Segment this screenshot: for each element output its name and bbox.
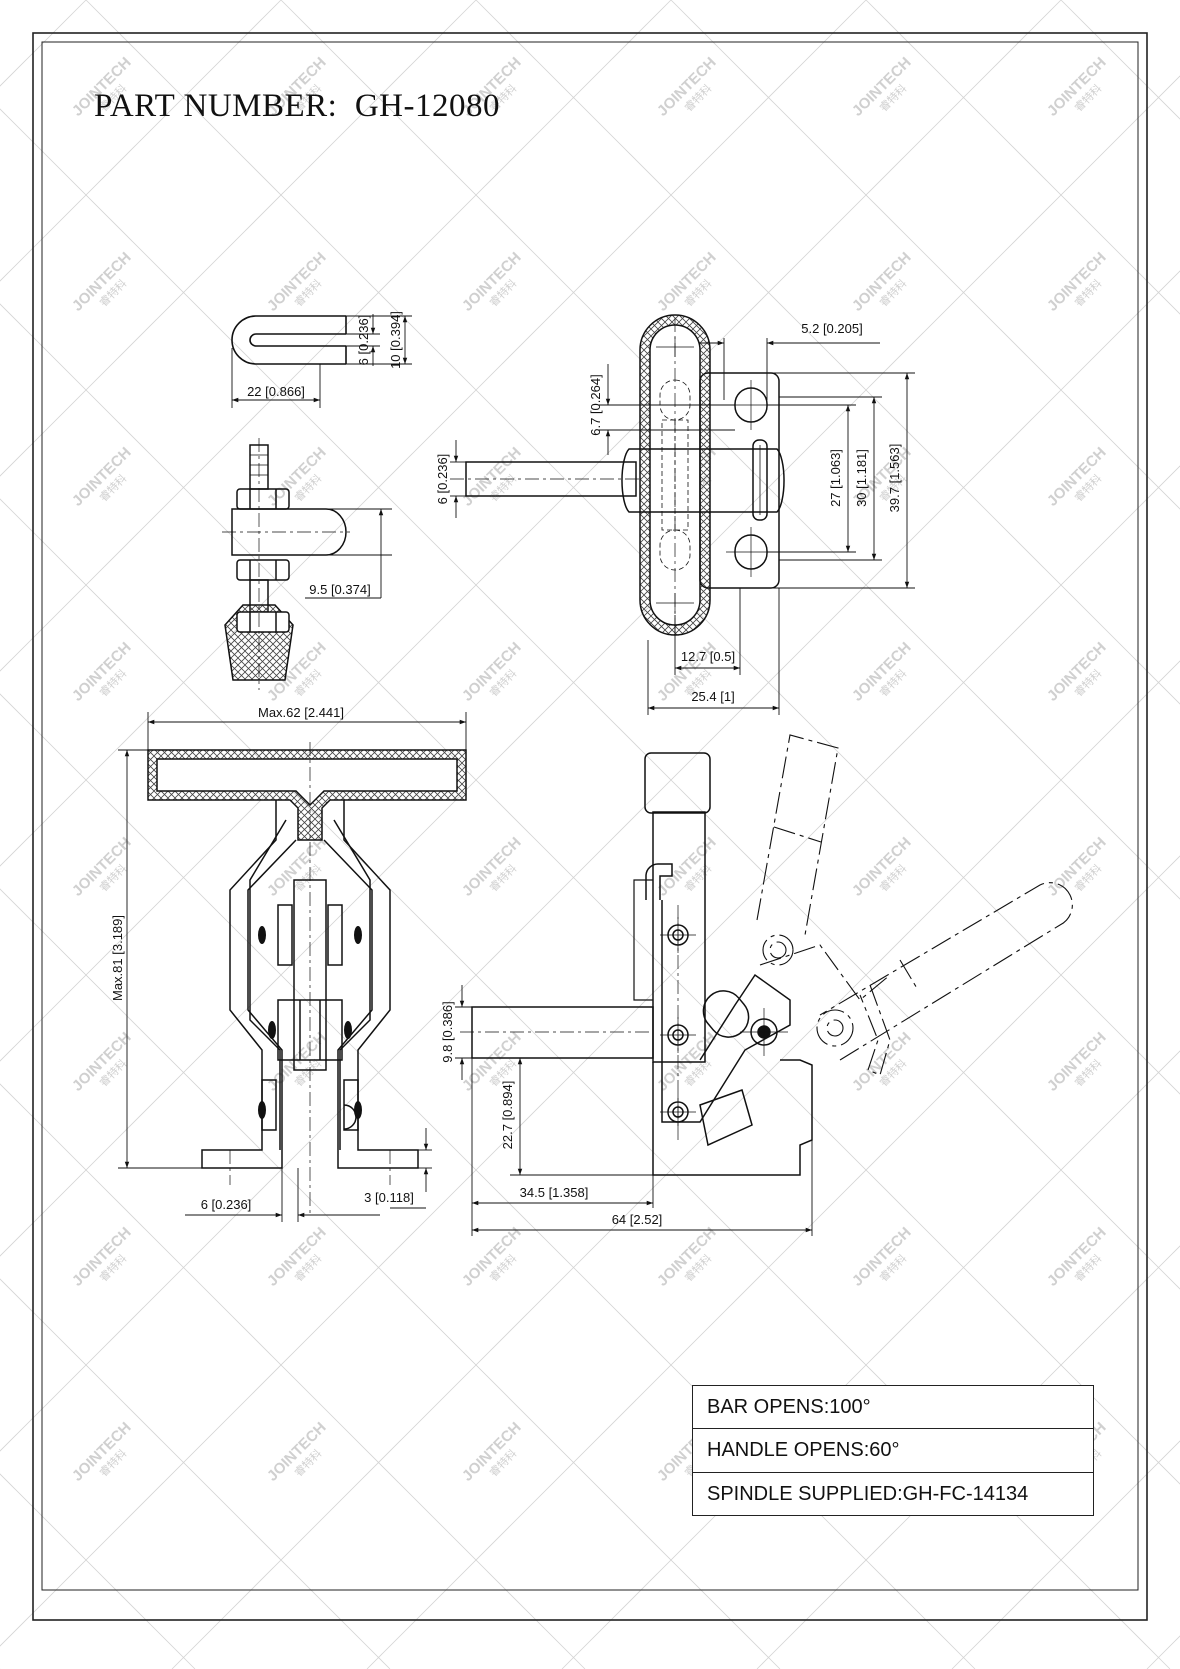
dim-bar-axis: 22.7 [0.894]: [500, 1081, 515, 1150]
dim-spindle-offset: 9.5 [0.374]: [309, 582, 370, 597]
watermark-line: [670, 0, 1180, 510]
u-clip-dims: [231, 314, 412, 408]
watermark-line: [0, 0, 1062, 1062]
front-view-pins: [258, 926, 362, 1119]
watermark-line: [0, 0, 477, 477]
front-view-center: [229, 742, 391, 1215]
side-view: [471, 752, 813, 1176]
dim-hole-spacing: 27 [1.063]: [828, 449, 843, 507]
side-view-phantom: [756, 734, 1073, 1076]
dim-hole-offset: 6.7 [0.264]: [588, 374, 603, 435]
dim-bar-height: 9.8 [0.386]: [440, 1001, 455, 1062]
watermark-line: [0, 1473, 196, 1669]
u-clip-view: [231, 315, 347, 365]
notes-table: BAR OPENS:100° HANDLE OPENS:60° SPINDLE …: [692, 1385, 1094, 1516]
dim-foot-gap: 6 [0.236]: [201, 1197, 252, 1212]
watermark-line: [0, 0, 87, 87]
watermark-line: [0, 888, 781, 1669]
watermark-line: [366, 855, 1180, 1669]
inner-frame: [41, 41, 1139, 1591]
front-view: [147, 749, 467, 1169]
watermark-line: [0, 1083, 586, 1669]
watermark-line: [1146, 1635, 1180, 1669]
dim-base-width: 25.4 [1]: [691, 689, 734, 704]
top-view: [465, 314, 785, 636]
watermark-line: [280, 0, 1180, 900]
dim-base-spacing: 30 [1.181]: [854, 449, 869, 507]
side-view-centers: [460, 905, 788, 1140]
watermark-line: [0, 0, 282, 282]
watermark-line: [171, 660, 1180, 1669]
side-view-dims: [455, 985, 813, 1236]
note-bar-opens: BAR OPENS:100°: [693, 1386, 1093, 1430]
spindle-dims: [305, 508, 392, 599]
front-view-dims: [118, 712, 467, 1222]
dim-slot-width: 5.2 [0.205]: [801, 321, 862, 336]
watermark-line: [0, 1278, 391, 1669]
note-spindle-supplied: SPINDLE SUPPLIED:GH-FC-14134: [707, 1482, 1029, 1505]
dim-plate-thk: 3 [0.118]: [364, 1190, 414, 1205]
top-view-centers: [450, 318, 776, 632]
dim-base-height: 39.7 [1.563]: [887, 444, 902, 513]
watermark-line: [85, 0, 1180, 1095]
dim-bar-dia: 6 [0.236]: [435, 454, 450, 505]
watermark-line: [475, 0, 1180, 705]
dim-u-width: 22 [0.866]: [247, 384, 305, 399]
dim-axis-x: 34.5 [1.358]: [520, 1185, 589, 1200]
dim-u-outer: 10 [0.394]: [388, 311, 403, 369]
part-number-title: PART NUMBER: GH-12080: [94, 88, 501, 124]
note-handle-opens: HANDLE OPENS:60°: [693, 1429, 1093, 1473]
watermark-line: [0, 0, 672, 672]
top-view-dims: [450, 338, 915, 715]
dim-overall-len: 64 [2.52]: [612, 1212, 663, 1227]
dim-max-height: Max.81 [3.189]: [110, 915, 125, 1001]
spindle-centerlines: [222, 438, 350, 690]
dim-u-inner: 6 [0.236]: [356, 315, 371, 366]
watermark-line: [0, 0, 867, 867]
outer-frame: [32, 32, 1148, 1621]
dim-base-half: 12.7 [0.5]: [681, 649, 735, 664]
dim-max-width: Max.62 [2.441]: [258, 705, 344, 720]
watermark-line: [865, 0, 1180, 315]
